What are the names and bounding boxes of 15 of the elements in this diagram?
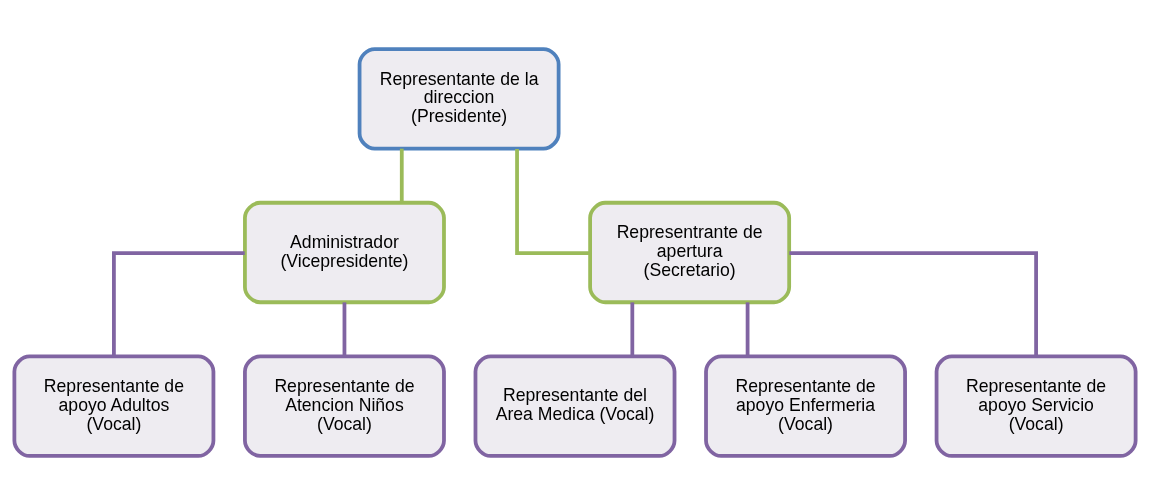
connector (342, 301, 347, 356)
node-box: Representrante de apertura (Secretario) (588, 200, 792, 304)
connector (630, 301, 635, 356)
connector (789, 250, 1038, 356)
node-box: Representante del Area Medica (Vocal) (473, 354, 677, 458)
node-box: Representante de apoyo Servicio (Vocal) (934, 354, 1138, 458)
connector (399, 148, 404, 202)
node-box: Representante de la direccion (Presidente) (357, 46, 561, 150)
connector (515, 148, 590, 255)
node-box: Representante de apoyo Adultos (Vocal) (12, 354, 216, 458)
connector (112, 250, 245, 356)
node-box: Representante de Atencion Niños (Vocal) (243, 354, 446, 458)
connector (745, 301, 750, 356)
node-box: Administrador (Vicepresidente) (243, 200, 446, 304)
node-box: Representante de apoyo Enfermeria (Vocal) (704, 354, 907, 458)
